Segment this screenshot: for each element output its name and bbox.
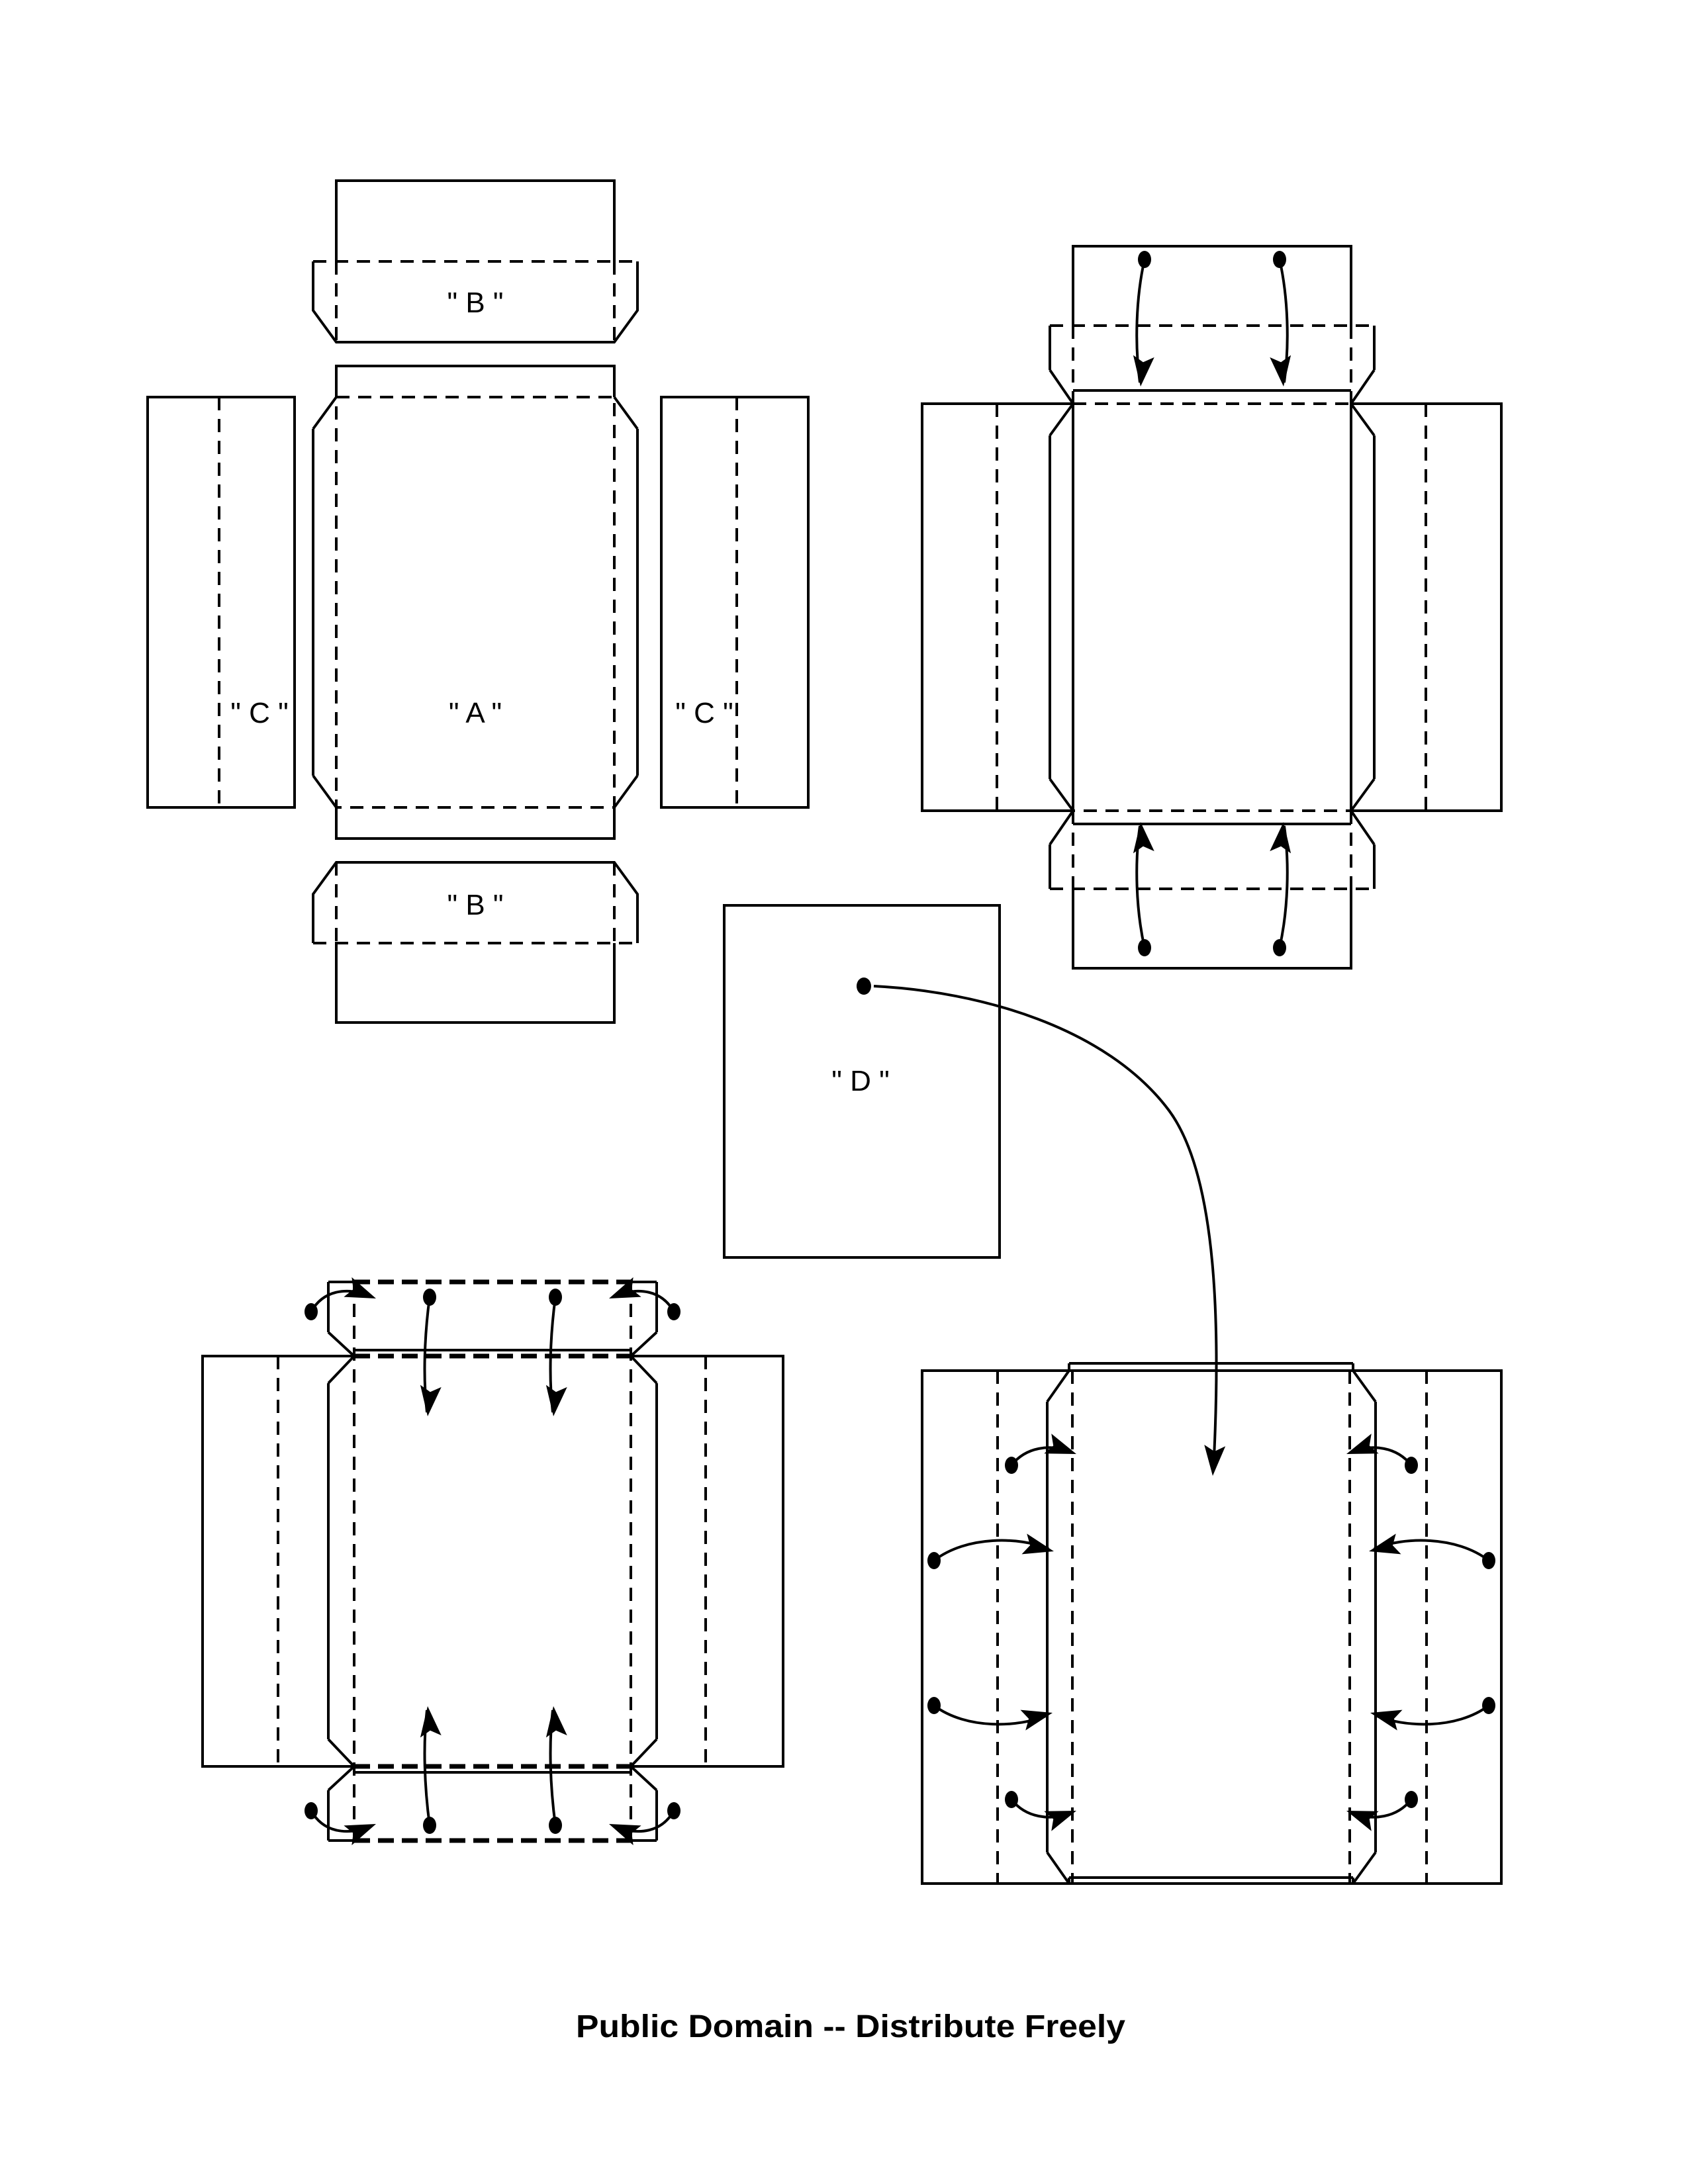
arrowhead-left xyxy=(1366,1533,1401,1562)
folded-flap-bottom xyxy=(305,1705,680,1846)
side-panel-left xyxy=(201,1355,354,1768)
arrowhead-up xyxy=(1270,821,1294,854)
step-tuck-end-flaps xyxy=(201,1277,784,1846)
label-piece-b-bottom: " B " xyxy=(447,889,503,921)
label-piece-c-right: " C " xyxy=(675,697,733,729)
piece-d: " D " xyxy=(723,904,1001,1259)
arrowhead-left xyxy=(1368,1702,1403,1731)
label-piece-a: " A " xyxy=(449,697,502,729)
arrowhead-up xyxy=(543,1705,567,1738)
insert-dot xyxy=(857,978,871,995)
piece-a: " A " xyxy=(312,365,639,840)
arrowhead-right xyxy=(1021,1533,1056,1562)
footer-caption: Public Domain -- Distribute Freely xyxy=(576,2009,1125,2044)
step-fold-side-panels xyxy=(921,1362,1503,1885)
base-panel xyxy=(327,1282,658,1841)
arrowhead-down xyxy=(1130,355,1154,388)
label-piece-b-top: " B " xyxy=(447,287,503,319)
piece-b-top: " B " xyxy=(312,179,639,343)
step-fold-end-flaps xyxy=(921,245,1503,970)
label-piece-d: " D " xyxy=(831,1065,889,1097)
piece-b-bottom: " B " xyxy=(312,861,639,1024)
base-panel xyxy=(1049,389,1376,825)
arrowhead-right xyxy=(1020,1702,1055,1731)
flat-pieces-layout: " B " " C " " A " " C " xyxy=(146,179,810,1024)
label-piece-c-left: " C " xyxy=(230,697,288,729)
piece-c-left: " C " xyxy=(146,396,296,809)
side-fold-arrows-right xyxy=(1342,1433,1495,1831)
end-flap-top xyxy=(1049,245,1376,405)
arrowhead-down xyxy=(1270,355,1294,388)
piece-c-right: " C " xyxy=(660,396,810,809)
end-flap-bottom xyxy=(1049,809,1376,970)
arrowhead-down xyxy=(543,1385,567,1418)
side-fold-arrows-left xyxy=(927,1433,1080,1831)
arrowhead-up xyxy=(417,1705,442,1738)
insert-arrow xyxy=(873,985,1226,1477)
assembly-outline xyxy=(921,1369,1503,1885)
folded-flap-top xyxy=(305,1277,680,1418)
arrowhead-up xyxy=(1130,821,1154,854)
side-panel-right xyxy=(631,1355,784,1768)
center-panel xyxy=(1046,1362,1377,1885)
arrowhead-down xyxy=(417,1385,442,1418)
